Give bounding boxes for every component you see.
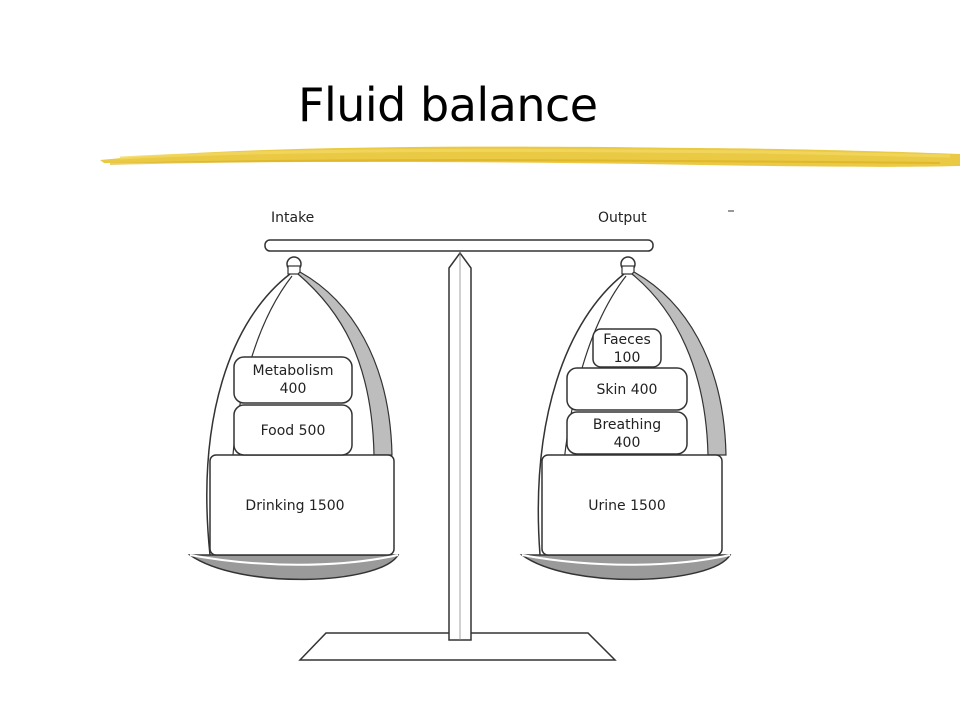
box-skin [566, 367, 688, 411]
metabolism-label: Metabolism [253, 363, 334, 379]
breathing-value: 400 [614, 435, 641, 451]
intake-label: Intake [271, 210, 314, 226]
drinking-label: Drinking 1500 [245, 498, 344, 514]
faeces-label: Faeces [603, 332, 651, 348]
scale-beam [264, 239, 654, 252]
skin-label: Skin 400 [597, 382, 658, 398]
metabolism-value: 400 [280, 381, 307, 397]
output-label: Output [598, 210, 647, 226]
box-metabolism [233, 356, 353, 404]
slide-title: Fluid balance [298, 78, 598, 132]
box-breathing [566, 411, 688, 455]
box-food [233, 404, 353, 456]
box-urine [541, 454, 723, 556]
box-faeces [592, 328, 662, 368]
scale-base [298, 632, 617, 661]
faeces-value: 100 [614, 350, 641, 366]
food-label: Food 500 [261, 423, 326, 439]
breathing-label: Breathing [593, 417, 661, 433]
right-pan [519, 554, 732, 581]
urine-label: Urine 1500 [588, 498, 665, 514]
left-pan [187, 554, 400, 581]
